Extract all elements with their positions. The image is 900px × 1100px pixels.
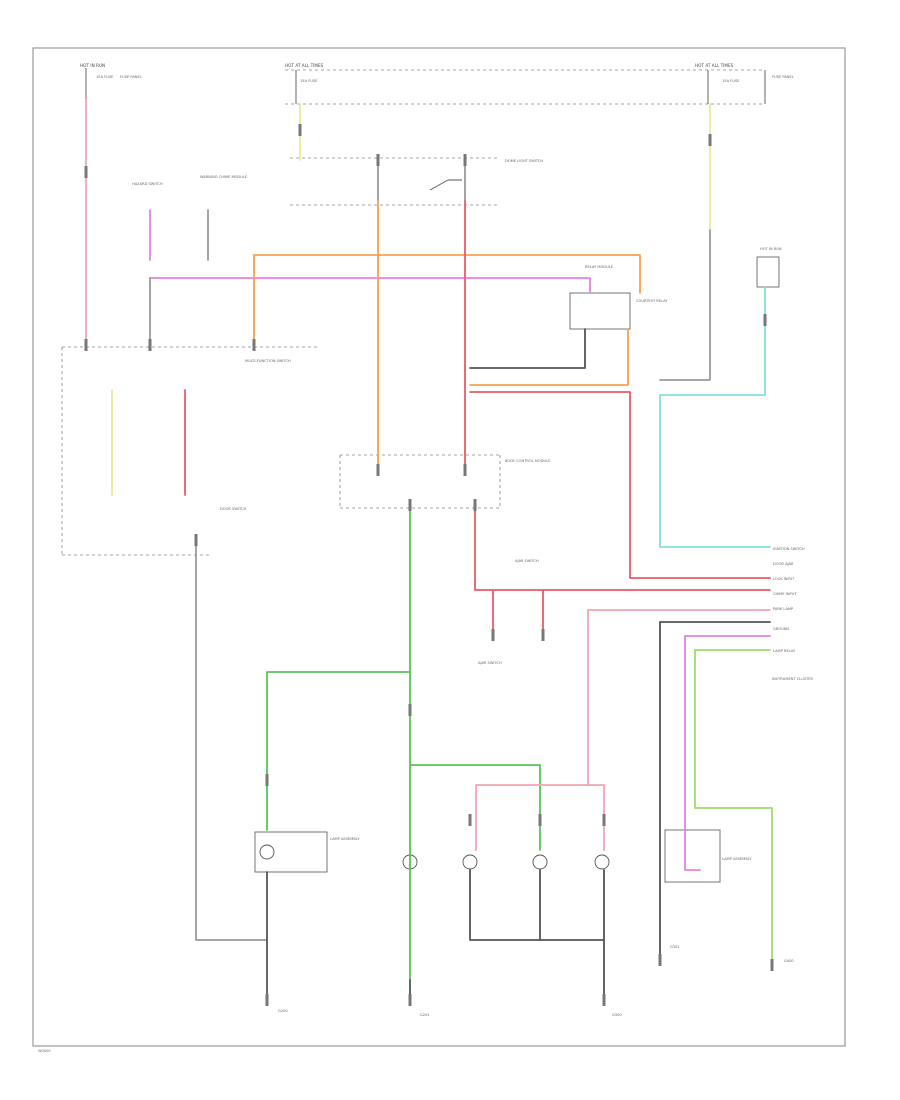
fuse-label-center: 15A FUSE: [300, 79, 318, 83]
connector-label-5: GROUND: [773, 627, 789, 631]
wire-19: [266, 671, 411, 831]
connector-9: [541, 629, 545, 641]
right-hot-label: HOT IN RUN: [760, 247, 782, 251]
connector-label-0: IGNITION SWITCH: [773, 547, 805, 551]
connector-layer: [84, 124, 774, 1006]
bulb-4: [594, 854, 610, 870]
connector-12: [602, 994, 606, 1006]
ground-label-3: G300: [612, 1013, 622, 1017]
connector-0: [84, 339, 88, 351]
connector-5: [408, 499, 412, 511]
right-fuse-box: [756, 256, 780, 288]
wire-13: [469, 391, 771, 579]
connector-14: [770, 959, 774, 971]
connector-label-1: DOOR AJAR: [773, 562, 794, 566]
wire-32: [694, 649, 773, 966]
hot-in-run-label: HOT IN RUN: [80, 63, 105, 68]
connector-8: [491, 629, 495, 641]
dome-light-switch-label: DOME LIGHT SWITCH: [505, 159, 543, 163]
connector-1: [148, 339, 152, 351]
wire-7: [253, 254, 641, 346]
lamp-bulbs: [259, 844, 610, 870]
connector-10: [265, 994, 269, 1006]
connector-11: [408, 994, 412, 1006]
wire-12: [469, 328, 629, 386]
connector-24: [602, 814, 606, 826]
connector-label-6: LAMP RELAY: [773, 649, 796, 653]
inst-cluster-label: INSTRUMENT CLUSTER: [772, 677, 813, 681]
connector-17: [84, 166, 88, 178]
ajar-switch-lower-label: AJAR SWITCH: [478, 661, 502, 665]
bulb-2: [462, 854, 478, 870]
wire-20: [409, 764, 541, 851]
fuse-label-top-left: 15A FUSE: [96, 75, 114, 79]
ground-label-4: G301: [670, 945, 680, 949]
wire-26: [587, 784, 605, 851]
ajar-switch-label: AJAR SWITCH: [515, 559, 539, 563]
wire-35: [539, 869, 605, 1001]
wire-layer: [85, 99, 773, 1001]
wire-17: [195, 539, 268, 941]
connector-15: [376, 154, 380, 166]
lamp-assembly-right-label: LAMP ASSEMBLY: [722, 857, 752, 861]
connector-20: [408, 704, 412, 716]
wire-36: [469, 869, 541, 941]
bottom-left-id: W0000: [38, 1049, 51, 1053]
wire-11: [469, 328, 586, 369]
connector-label-3: CHIME INPUT: [773, 592, 797, 596]
wire-25: [475, 609, 589, 851]
connector-22: [468, 814, 472, 826]
lamp-assembly-left-box: [254, 831, 328, 873]
hot-at-all-times-label-2: HOT AT ALL TIMES: [695, 63, 734, 68]
connector-6: [473, 499, 477, 511]
bulb-3: [532, 854, 548, 870]
fuse-label-right-top: 15A FUSE: [722, 79, 740, 83]
wire-6: [149, 277, 591, 294]
dome-switch-contact: [429, 179, 462, 191]
relay-module-label: RELAY MODULE: [585, 265, 614, 269]
diagram-frame: [32, 47, 846, 1047]
lamp-assembly-left-label: LAMP ASSEMBLY: [330, 837, 360, 841]
connector-21: [265, 774, 269, 786]
multifunction-switch-label: MULTI-FUNCTION SWITCH: [245, 359, 291, 363]
connector-label-2: LOCK INPUT: [773, 577, 795, 581]
wire-3: [659, 229, 711, 381]
connector-4: [463, 464, 467, 476]
courtesy-relay-label: COURTESY RELAY: [636, 299, 668, 303]
wire-30: [684, 635, 701, 871]
door-switch-label: DOOR SWITCH: [220, 507, 246, 511]
ground-label-2: G201: [420, 1013, 430, 1017]
wire-21: [474, 504, 771, 591]
courtesy-relay-box: [569, 292, 631, 330]
ground-label-1: G200: [278, 1009, 288, 1013]
connector-23: [538, 814, 542, 826]
connector-25: [763, 314, 767, 326]
lamp-assembly-right-box: [664, 829, 721, 883]
connector-3: [376, 464, 380, 476]
connector-18: [298, 124, 302, 136]
hot-at-all-times-label-1: HOT AT ALL TIMES: [285, 63, 324, 68]
hazard-switch-label: HAZARD SWITCH: [132, 182, 163, 186]
body-control-label: BODY CONTROL MODULE: [505, 459, 551, 463]
fuse-panel-label-right: FUSE PANEL: [772, 75, 794, 79]
wire-14: [659, 286, 771, 548]
connector-label-4: PARK LAMP: [773, 607, 794, 611]
connector-pin-list: IGNITION SWITCH DOOR AJAR LOCK INPUT CHI…: [773, 547, 805, 653]
fuse-panel-label-top-left: FUSE PANEL: [120, 75, 142, 79]
ground-label-5: G400: [784, 959, 794, 963]
bulb-0: [259, 844, 275, 860]
connector-19: [708, 134, 712, 146]
connector-2: [252, 339, 256, 351]
warning-chime-label: WARNING CHIME MODULE: [200, 175, 248, 179]
connector-13: [658, 954, 662, 966]
connector-7: [194, 534, 198, 546]
connector-16: [463, 154, 467, 166]
